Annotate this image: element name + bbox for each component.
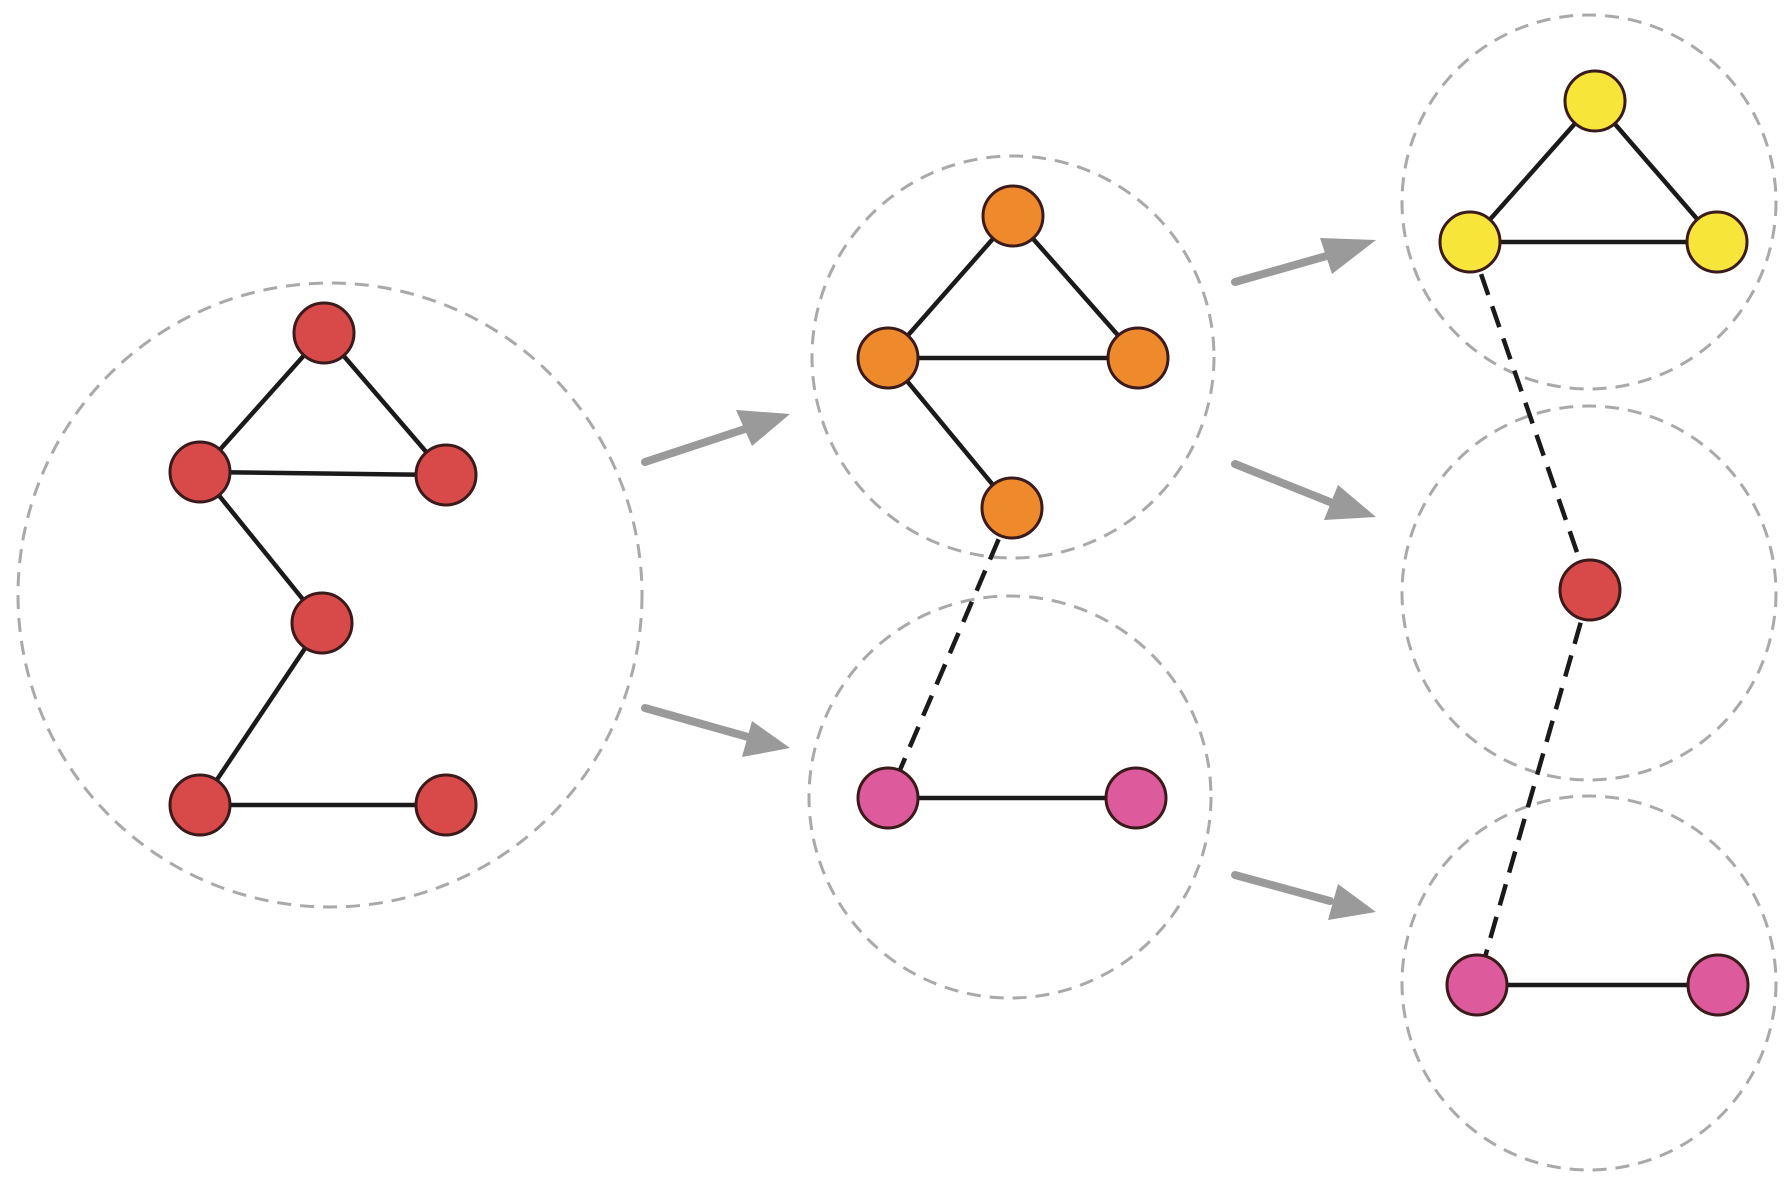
transition-arrow [641,410,790,466]
group-boundary-yellow [1400,13,1778,391]
transition-arrow [1231,871,1376,920]
node-orange-d [980,476,1044,540]
edge-d-e [197,620,325,808]
node-yellow-a [1563,69,1627,133]
group-boundary-pink-final [1400,794,1778,1172]
edge-orange-a-b [885,213,1016,361]
node-e [168,773,232,837]
stage-1-initial-graph [16,281,644,909]
stage-3-clusters [1400,13,1778,1172]
edge-orange-b-d [885,355,1015,511]
node-b [168,440,232,504]
node-yellow-b [1438,210,1502,274]
node-single-red [1558,558,1622,622]
group-boundary-pink [807,594,1213,1000]
edge-b-c [197,469,449,478]
transition-arrow [1231,460,1376,520]
group-boundary-initial [16,281,644,909]
group-boundary-single-red [1400,404,1778,782]
node-pink-final-e [1445,953,1509,1017]
transition-arrow [1231,238,1376,286]
node-yellow-c [1685,210,1749,274]
transition-arrow [641,704,790,757]
stage-2-clusters [807,154,1216,1000]
node-d [290,591,354,655]
node-orange-c [1106,326,1170,390]
node-f [414,773,478,837]
node-orange-b [856,326,920,390]
cut-edge-d-e [885,507,1015,799]
cut-edge-b-d [1467,241,1593,591]
node-a [292,301,356,365]
node-pink-final-f [1686,953,1750,1017]
node-orange-a [981,184,1045,248]
cut-edge-d-e [1474,589,1593,986]
node-pink-e [856,766,920,830]
edge-b-d [197,469,325,626]
group-boundary-orange [810,154,1216,560]
node-pink-f [1104,766,1168,830]
node-c [414,443,478,507]
edge-orange-a-c [1010,213,1141,361]
